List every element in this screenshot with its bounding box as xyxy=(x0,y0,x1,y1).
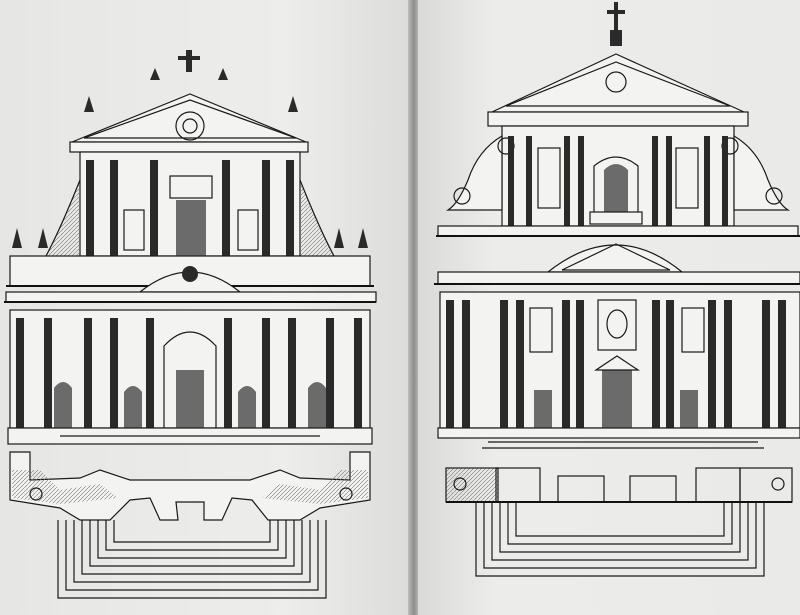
book-gutter xyxy=(408,0,420,615)
right-page xyxy=(418,0,800,615)
cross-finial xyxy=(607,2,625,46)
left-facade-elevation xyxy=(4,50,377,599)
right-facade-elevation xyxy=(434,2,800,577)
left-page xyxy=(0,0,410,615)
left-floor-plan xyxy=(9,451,371,599)
right-floor-plan xyxy=(445,467,793,577)
rooftop-statues xyxy=(12,50,368,248)
